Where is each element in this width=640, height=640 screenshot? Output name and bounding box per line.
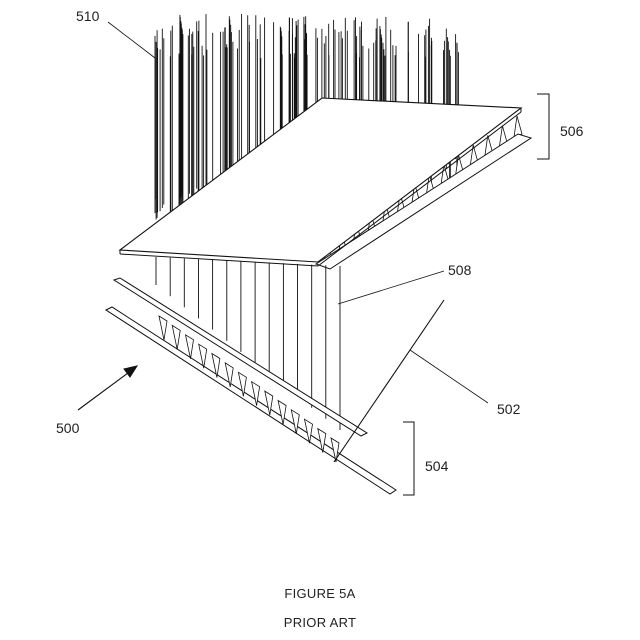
diagonal-element-502	[334, 300, 444, 462]
label-504: 504	[425, 458, 449, 474]
arrow-500-shaft	[78, 370, 132, 410]
bracket-504	[403, 422, 414, 495]
bottom-plate	[106, 307, 396, 494]
label-508: 508	[448, 262, 472, 278]
label-506: 506	[560, 123, 584, 139]
label-510: 510	[76, 8, 100, 24]
label-500: 500	[56, 420, 80, 436]
arrow-500-head	[124, 366, 137, 377]
leader-line-510	[108, 22, 155, 58]
bracket-506	[537, 94, 549, 159]
leader-line-502	[410, 350, 488, 403]
lower-tooth	[159, 316, 167, 340]
prior-art-caption: PRIOR ART	[0, 615, 640, 630]
label-502: 502	[497, 401, 521, 417]
figure-caption: FIGURE 5A	[0, 586, 640, 601]
leader-line-508	[338, 271, 444, 304]
lower-tooth	[172, 325, 180, 349]
